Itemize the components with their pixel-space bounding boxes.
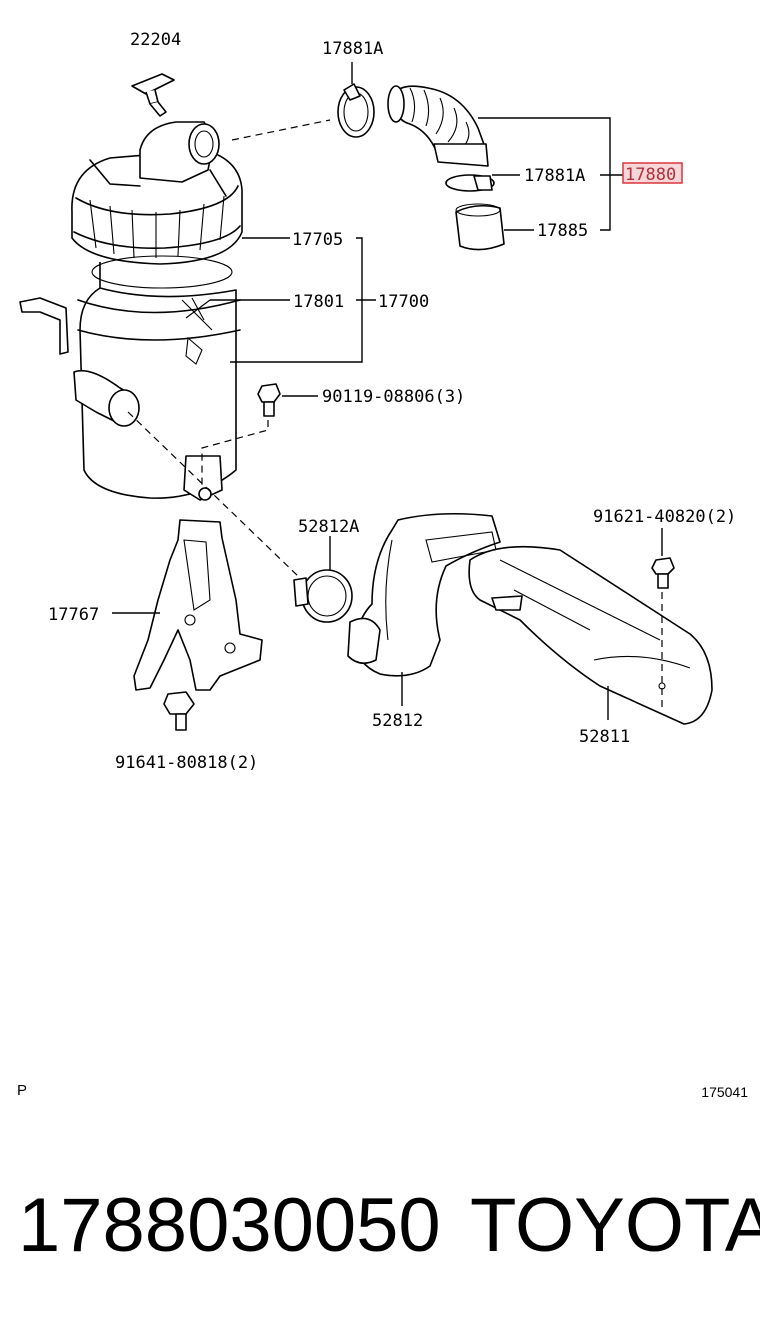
highlight-box-17880 <box>622 162 683 184</box>
page-code: P <box>17 1082 28 1099</box>
bolt-90119-drawing <box>257 383 281 417</box>
leader-lines <box>112 62 663 720</box>
label-52812[interactable]: 52812 <box>372 711 423 731</box>
air-cleaner-case-drawing <box>19 255 241 501</box>
bolt-91621-drawing <box>651 557 675 589</box>
bolt-91641-drawing <box>163 691 195 731</box>
intake-hose-17880-drawing <box>337 83 505 251</box>
label-17880[interactable]: 17880 <box>625 165 676 185</box>
illustration-code: 175041 <box>701 1084 748 1100</box>
alignment-lines <box>127 119 663 710</box>
label-17885[interactable]: 17885 <box>537 221 588 241</box>
intake-duct-52812-drawing <box>347 512 501 677</box>
label-17700[interactable]: 17700 <box>378 292 429 312</box>
label-17705[interactable]: 17705 <box>292 230 343 250</box>
bracket-17767-drawing <box>133 519 263 691</box>
brand-name: TOYOTA <box>470 1183 760 1268</box>
label-91621[interactable]: 91621-40820(2) <box>593 507 736 527</box>
label-22204[interactable]: 22204 <box>130 30 181 50</box>
clip-22204-drawing <box>131 73 175 117</box>
air-cleaner-cap-17705-drawing <box>71 121 243 265</box>
label-52812A[interactable]: 52812A <box>298 517 359 537</box>
parts-diagram: 22204 17881A 17881A 17880 17885 17705 17… <box>19 30 736 773</box>
label-17801[interactable]: 17801 <box>293 292 344 312</box>
clamp-52812A-drawing <box>293 569 353 623</box>
label-52811[interactable]: 52811 <box>579 727 630 747</box>
label-90119[interactable]: 90119-08806(3) <box>322 387 465 407</box>
label-17881A-mid[interactable]: 17881A <box>524 166 585 186</box>
part-number: 1788030050 <box>18 1183 441 1268</box>
air-duct-52811-drawing <box>468 545 713 725</box>
label-91641[interactable]: 91641-80818(2) <box>115 753 258 773</box>
label-17767[interactable]: 17767 <box>48 605 99 625</box>
label-17881A-top[interactable]: 17881A <box>322 39 383 59</box>
